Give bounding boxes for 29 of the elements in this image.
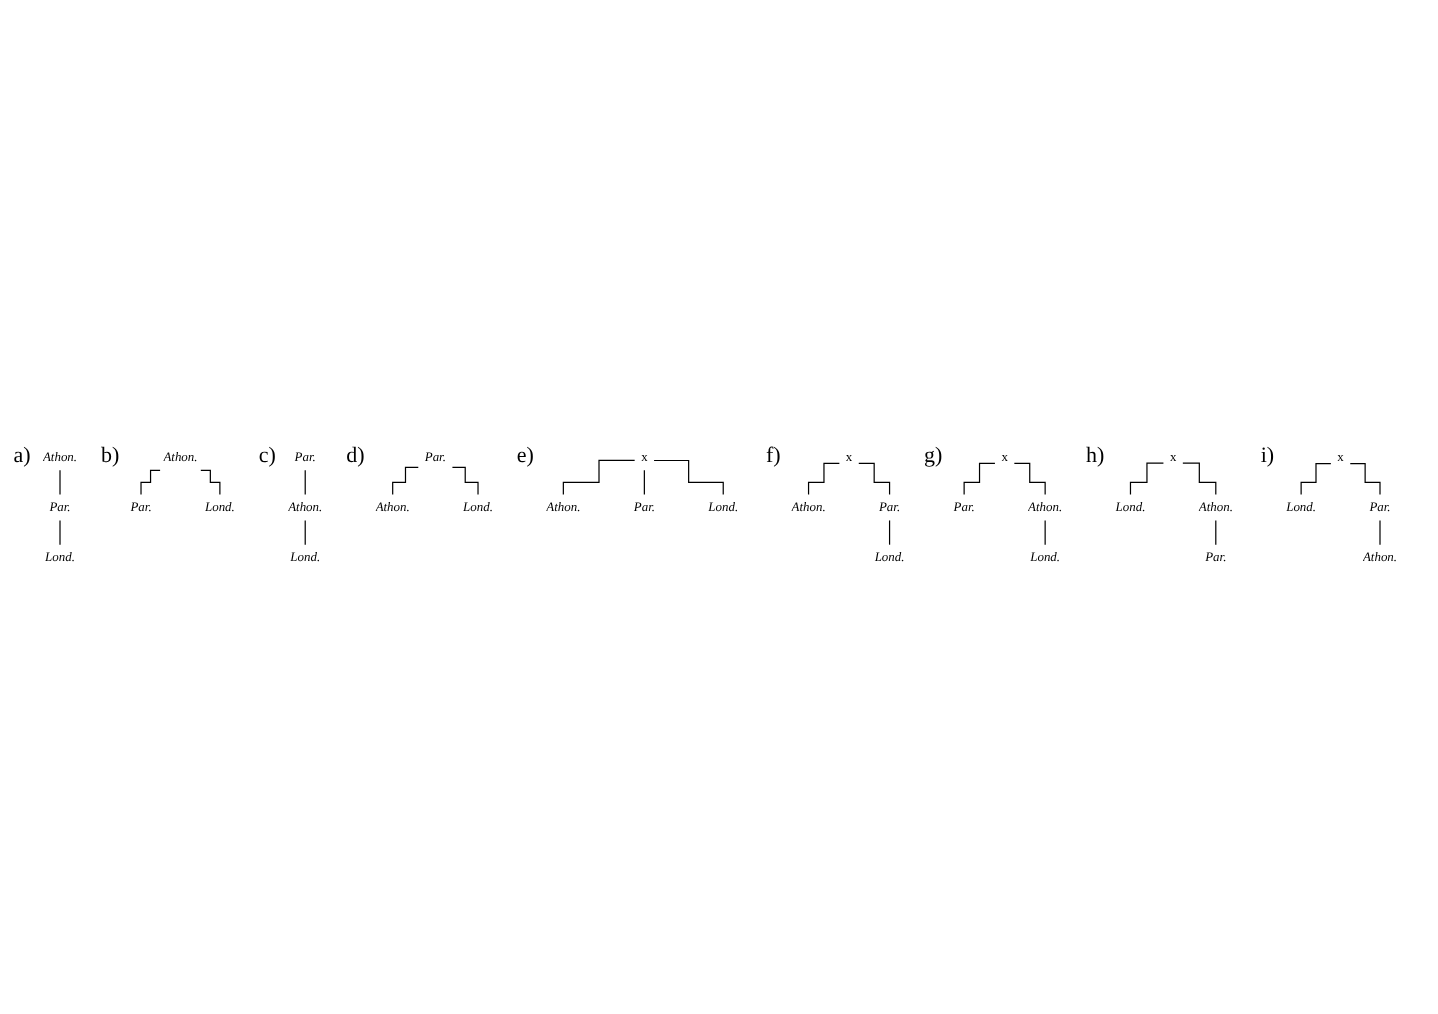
- connector: [139, 469, 160, 495]
- connector: [199, 469, 220, 495]
- panel-label: e): [516, 443, 534, 468]
- panel-label: g): [924, 443, 943, 468]
- connector: [450, 466, 478, 495]
- panel-label: b): [100, 443, 120, 468]
- connector: [1181, 461, 1216, 495]
- connector: [1128, 461, 1164, 495]
- connector: [1043, 519, 1045, 545]
- panel-label: h): [1086, 443, 1105, 468]
- panel-label: c): [258, 443, 276, 468]
- connector: [1012, 462, 1045, 495]
- connector: [1214, 519, 1216, 545]
- connector: [391, 466, 418, 495]
- panel-label: a): [13, 443, 31, 468]
- connector: [887, 519, 890, 545]
- panel-label: i): [1260, 443, 1275, 468]
- connector: [857, 462, 890, 495]
- connector: [962, 462, 995, 495]
- connector: [1299, 462, 1331, 495]
- connector: [806, 462, 839, 495]
- panel-label: d): [346, 443, 365, 468]
- connector: [652, 459, 723, 495]
- connector: [642, 469, 644, 495]
- connector: [561, 459, 635, 495]
- connector: [1348, 462, 1380, 495]
- connector: [303, 519, 305, 545]
- panel-label: f): [766, 443, 781, 468]
- connector: [303, 469, 305, 495]
